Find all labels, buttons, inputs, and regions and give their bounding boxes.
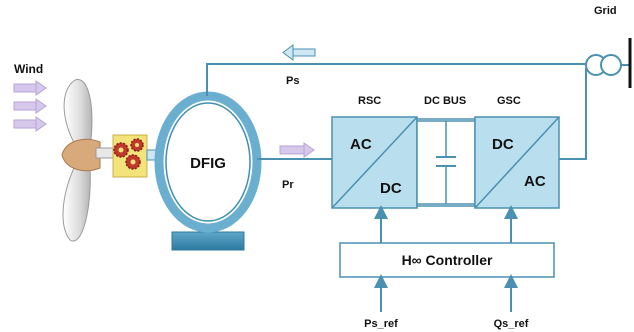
h-infinity-controller: H∞ Controller <box>339 242 555 278</box>
grid-label: Grid <box>594 5 617 17</box>
controller-label: H∞ Controller <box>402 252 493 268</box>
wind-arrow <box>13 116 47 132</box>
wind-arrow <box>13 80 47 96</box>
gsc-dc-label: DC <box>492 136 514 153</box>
wind-arrow <box>13 98 47 114</box>
dfig-label: DFIG <box>190 155 226 172</box>
gsc-label: GSC <box>497 95 521 107</box>
rsc-dc-label: DC <box>380 180 402 197</box>
wind-turbine-icon <box>61 79 119 242</box>
qs-ref-label: Qs_ref <box>494 318 529 330</box>
generator-base <box>171 231 245 251</box>
transformer-icon <box>585 54 622 76</box>
dfig-generator: DFIG <box>154 91 262 251</box>
ps-label: Ps <box>286 75 299 87</box>
gsc-grid-line <box>559 68 587 160</box>
ps-ref-label: Ps_ref <box>364 318 398 330</box>
wind-label: Wind <box>14 62 43 76</box>
gsc-ac-label: AC <box>524 173 546 190</box>
gsc-converter: DC AC <box>474 116 560 209</box>
rsc-label: RSC <box>358 95 381 107</box>
dc-bus-label: DC BUS <box>424 95 466 107</box>
pr-label: Pr <box>282 179 294 191</box>
rsc-ac-label: AC <box>350 136 372 153</box>
pr-arrow <box>279 142 315 158</box>
dc-bus <box>416 118 476 207</box>
gearbox-icon <box>112 134 148 178</box>
stator-line <box>206 63 596 96</box>
ps-arrow <box>282 44 316 61</box>
rsc-converter: AC DC <box>331 116 418 209</box>
wind-arrows <box>13 80 47 132</box>
